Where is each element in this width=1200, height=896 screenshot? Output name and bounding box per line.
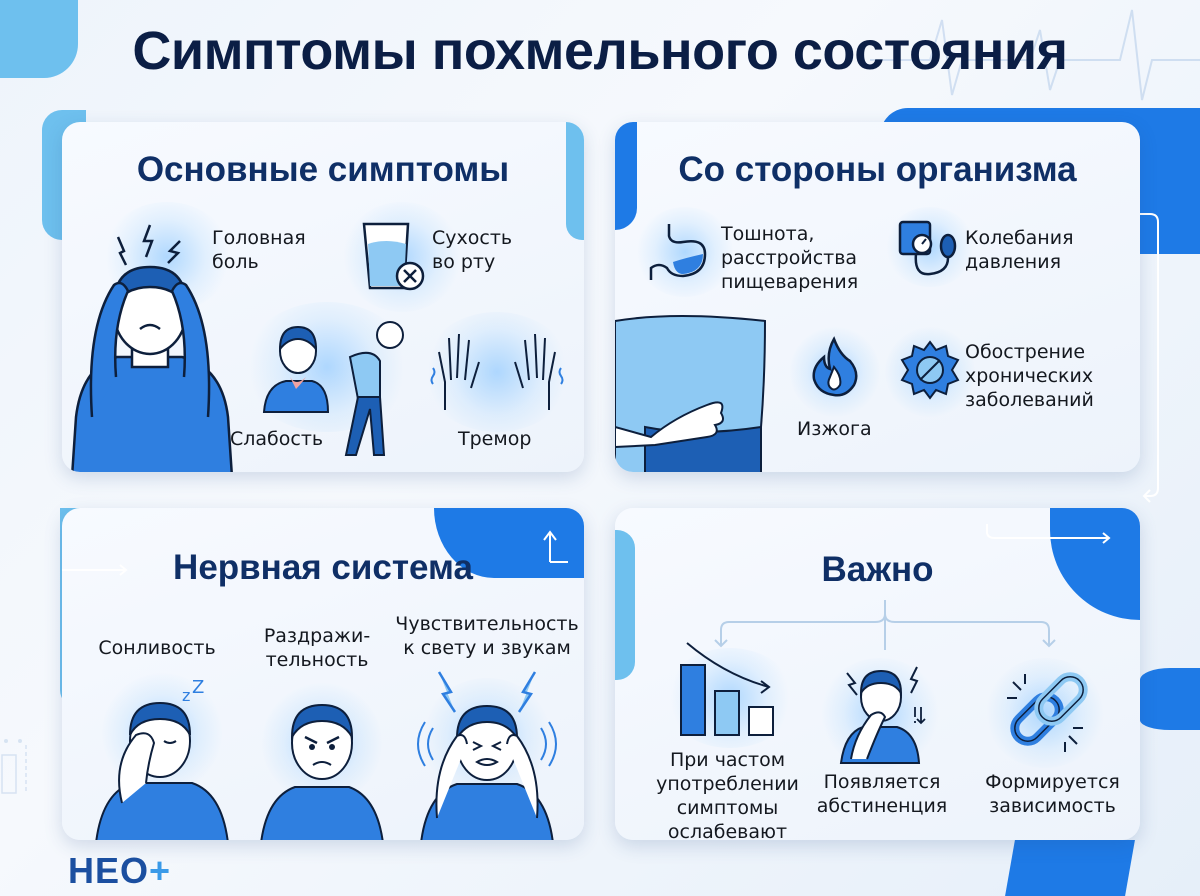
decorative-band	[1140, 668, 1200, 730]
covering-ears-person-icon	[417, 671, 557, 840]
label-tolerance: При частом употреблении симптомы ослабев…	[656, 749, 799, 840]
arrow-right-icon	[986, 524, 1111, 544]
brand-logo: НЕО+	[68, 850, 171, 892]
flame-icon	[812, 336, 858, 397]
weak-person-icon	[262, 321, 404, 456]
card-body-symptoms: Со стороны организма Тошнота, расстройст…	[615, 122, 1140, 472]
decorative-corner-shape	[0, 0, 78, 78]
label-dry-mouth: Сухость во рту	[432, 227, 513, 273]
label-tremor: Тремор	[458, 428, 532, 450]
card-accent	[566, 122, 584, 240]
card-title: Нервная система	[173, 548, 473, 587]
gear-icon	[900, 340, 960, 400]
sleepy-person-icon: z Z	[95, 677, 229, 840]
stomach-icon	[649, 224, 707, 280]
branch-connector	[714, 600, 1056, 650]
card-accent	[615, 530, 635, 680]
headache-person-icon	[71, 224, 233, 472]
card-title: Основные симптомы	[136, 150, 510, 189]
page-title: Симптомы похмельного состояния	[132, 21, 1068, 81]
label-weakness: Слабость	[230, 428, 324, 450]
card-nervous-system: Нервная система Сонливость z Z Раздражи-…	[62, 508, 584, 840]
card-accent	[615, 122, 637, 230]
label-withdrawal: Появляется абстиненция	[816, 771, 948, 817]
shaking-hands-icon	[430, 333, 564, 410]
label-pressure: Колебания давления	[965, 227, 1074, 273]
svg-text:Z: Z	[192, 677, 204, 698]
label-chronic-diseases: Обострение хронических заболеваний	[965, 341, 1094, 411]
blood-pressure-monitor-icon	[898, 220, 957, 276]
empty-glass-icon	[362, 222, 425, 291]
label-irritability: Раздражи- тельность	[263, 625, 371, 671]
decreasing-bars-icon	[680, 642, 774, 736]
card-title: Важно	[821, 550, 934, 589]
withdrawal-person-icon	[839, 666, 926, 764]
label-dependence: Формируется зависимость	[985, 771, 1120, 817]
card-title: Со стороны организма	[678, 150, 1077, 189]
ecg-line-decoration	[870, 9, 1200, 101]
arrow-right-icon	[62, 564, 128, 576]
card-main-symptoms: Основные симптомы Головная боль Сухость …	[62, 122, 584, 472]
svg-text:z: z	[182, 686, 190, 705]
card-important: Важно При частом употреблении симптомы о…	[615, 508, 1140, 840]
belly-person-icon	[615, 315, 767, 472]
label-nausea: Тошнота, расстройства пищеварения	[721, 223, 859, 293]
arrow-up-icon	[543, 530, 568, 563]
label-sensitivity: Чувствительность к свету и звукам	[395, 613, 579, 659]
logo-text: НЕО	[68, 850, 150, 891]
label-heartburn: Изжога	[797, 418, 872, 440]
chain-link-icon	[1007, 672, 1088, 752]
label-headache: Головная боль	[212, 227, 306, 273]
decorative-band	[1005, 840, 1135, 896]
logo-plus-icon: +	[149, 850, 172, 891]
city-outline-decoration	[1, 739, 27, 794]
angry-person-icon	[260, 703, 384, 840]
label-drowsiness: Сонливость	[98, 637, 216, 659]
